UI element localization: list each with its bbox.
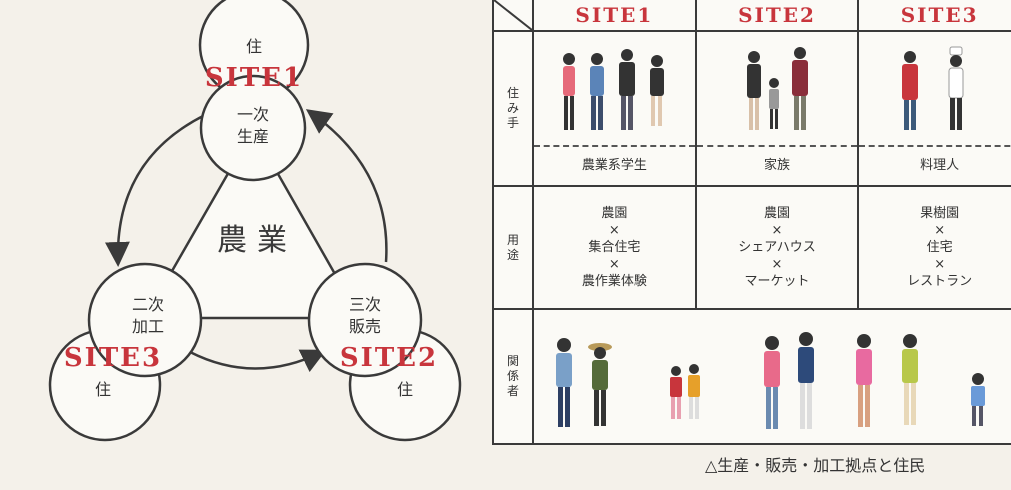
header-site1: SITE1 (532, 0, 697, 33)
cycle-arrow-left (104, 113, 206, 267)
site3-diagram-label: SITE3 (64, 343, 162, 373)
primary-production-circle (199, 74, 307, 182)
related-people-illustration (556, 331, 985, 429)
secondary-processing-line1: 二次 (132, 295, 164, 314)
usage-site3: 果樹園×住宅×レストラン (857, 185, 1011, 311)
figure-caption: △生産・販売・加工拠点と住民 (705, 456, 926, 475)
row-label-related: 関 係 者 (492, 308, 534, 445)
tertiary-sales-line1: 三次 (349, 295, 381, 314)
cycle-arrow-right (305, 109, 388, 263)
header-site2: SITE2 (694, 0, 860, 33)
primary-production-line1: 一次 (237, 105, 269, 124)
resident-type-site2: 家族 (696, 144, 858, 185)
usage-site1: 農園×集合住宅×農作業体験 (532, 185, 697, 311)
table-corner (492, 0, 534, 33)
related-people (532, 308, 1011, 445)
site1-diagram-label: SITE1 (205, 63, 303, 93)
site2-diagram-label: SITE2 (340, 343, 438, 373)
row-label-usage: 用 途 (492, 185, 534, 311)
residents-site3: 料理人 (857, 30, 1011, 188)
residents-site2: 家族 (694, 30, 860, 188)
family-illustration (697, 33, 858, 145)
header-site3: SITE3 (857, 0, 1011, 33)
row-label-residents: 住 み 手 (492, 30, 534, 188)
center-triangle (142, 127, 363, 320)
primary-production-line2: 生産 (237, 127, 269, 146)
tertiary-sales-line2: 販売 (349, 317, 381, 336)
home-label-left: 住 (95, 380, 111, 399)
home-label-right: 住 (397, 380, 413, 399)
home-label-top: 住 (246, 37, 262, 56)
students-illustration (534, 33, 695, 145)
usage-site2: 農園×シェアハウス×マーケット (694, 185, 860, 311)
agriculture-cycle-diagram: 住 住 住 一次 生産 二次 加工 三次 販売 農業 SITE1 SITE3 S… (48, 0, 462, 442)
tertiary-sales-circle (307, 262, 423, 378)
residents-site1: 農業系学生 (532, 30, 697, 188)
site-table: SITE1 SITE2 SITE3 住 み 手 農業系学生 (492, 0, 1011, 445)
secondary-processing-line2: 加工 (132, 317, 164, 336)
chefs-illustration (859, 33, 1011, 145)
resident-type-site3: 料理人 (859, 144, 1011, 185)
cycle-arrow-bottom (189, 349, 327, 373)
agriculture-center-label: 農業 (217, 223, 297, 258)
resident-type-site1: 農業系学生 (534, 144, 695, 185)
secondary-processing-circle (87, 262, 203, 378)
